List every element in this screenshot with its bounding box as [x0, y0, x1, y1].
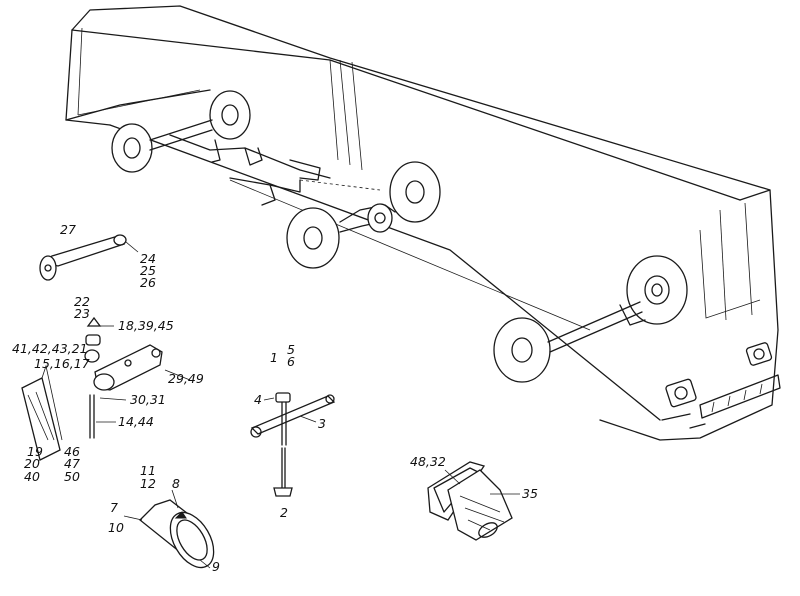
label-40: 40 [24, 469, 40, 484]
linkage-assembly-parts [21, 316, 191, 461]
label-11: 11 [140, 463, 156, 478]
label-35: 35 [522, 486, 538, 501]
label-25: 25 [140, 263, 156, 278]
label-10: 10 [108, 520, 124, 535]
boot-parts [427, 461, 520, 541]
label-4: 4 [254, 392, 262, 407]
label-18-39-45: 18,39,45 [118, 318, 174, 333]
label-8: 8 [172, 476, 180, 491]
label-15-16-17: 15,16,17 [34, 356, 90, 371]
label-9: 9 [212, 559, 220, 574]
label-2: 2 [280, 505, 288, 520]
label-48-32: 48,32 [410, 454, 446, 469]
label-20: 20 [24, 456, 40, 471]
label-3: 3 [318, 416, 326, 431]
label-50: 50 [64, 469, 80, 484]
label-30-31: 30,31 [130, 392, 166, 407]
label-26: 26 [140, 275, 156, 290]
label-41-42-43-21: 41,42,43,21 [12, 341, 88, 356]
label-47: 47 [64, 456, 80, 471]
label-1: 1 [270, 350, 278, 365]
label-5: 5 [287, 342, 295, 357]
gear-boot-parts [123, 489, 215, 569]
label-24: 24 [140, 251, 156, 266]
bus-body-outline [65, 5, 781, 441]
label-19: 19 [27, 444, 43, 459]
label-12: 12 [140, 476, 156, 491]
part-27-lever [39, 234, 139, 281]
shift-rod-parts [250, 392, 336, 497]
label-23: 23 [74, 306, 90, 321]
chassis-assembly [111, 90, 688, 383]
label-22: 22 [74, 294, 90, 309]
label-14-44: 14,44 [118, 414, 154, 429]
part-labels: 27 24 25 26 22 23 18,39,45 41,42,43,21 1… [12, 222, 538, 574]
label-27: 27 [60, 222, 76, 237]
label-29-49: 29,49 [168, 371, 204, 386]
label-6: 6 [287, 354, 295, 369]
label-7: 7 [110, 500, 118, 515]
label-46: 46 [64, 444, 80, 459]
